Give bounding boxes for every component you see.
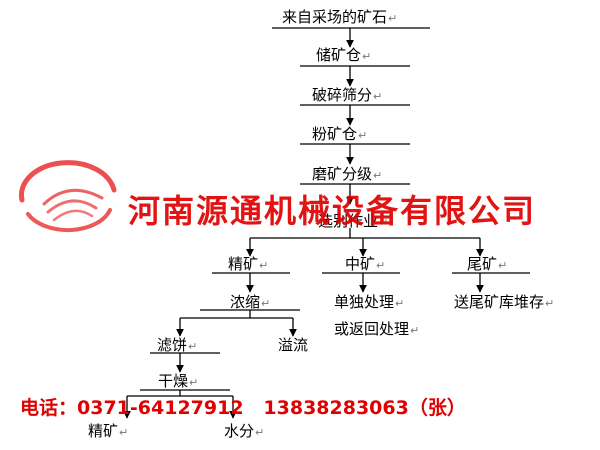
node-select: 选别作业↵	[318, 212, 389, 230]
node-thicken: 浓缩↵	[230, 293, 271, 311]
node-tailings: 尾矿↵	[467, 255, 508, 273]
node-grind: 磨矿分级↵	[312, 165, 383, 183]
phone-watermark: 电话：0371-64127912 13838283063（张）	[20, 393, 466, 420]
node-crush: 破碎筛分↵	[312, 86, 383, 104]
node-middling-note-1: 单独处理↵	[334, 293, 405, 311]
company-watermark: 河南源通机械设备有限公司	[128, 192, 537, 230]
node-middling-note-2: 或返回处理↵	[334, 320, 420, 338]
node-concentrate: 精矿↵	[228, 255, 269, 273]
node-filter-cake: 滤饼↵	[157, 336, 198, 354]
phone-label: 电话：	[20, 397, 78, 419]
node-powder-bin: 粉矿仓↵	[312, 125, 368, 143]
phone-number-1: 0371-64127912	[77, 397, 244, 419]
node-storage: 储矿仓↵	[316, 46, 372, 64]
company-logo-icon	[18, 160, 117, 233]
node-final-concentrate: 精矿↵	[88, 422, 129, 440]
node-overflow: 溢流	[278, 336, 309, 354]
node-middling: 中矿↵	[345, 255, 386, 273]
phone-number-2: 13838283063（张）	[263, 397, 466, 419]
node-moisture: 水分↵	[224, 422, 265, 440]
node-tailings-note: 送尾矿库堆存↵	[454, 293, 555, 311]
node-dry: 干燥↵	[158, 372, 199, 390]
node-source: 来自采场的矿石↵	[282, 8, 398, 26]
